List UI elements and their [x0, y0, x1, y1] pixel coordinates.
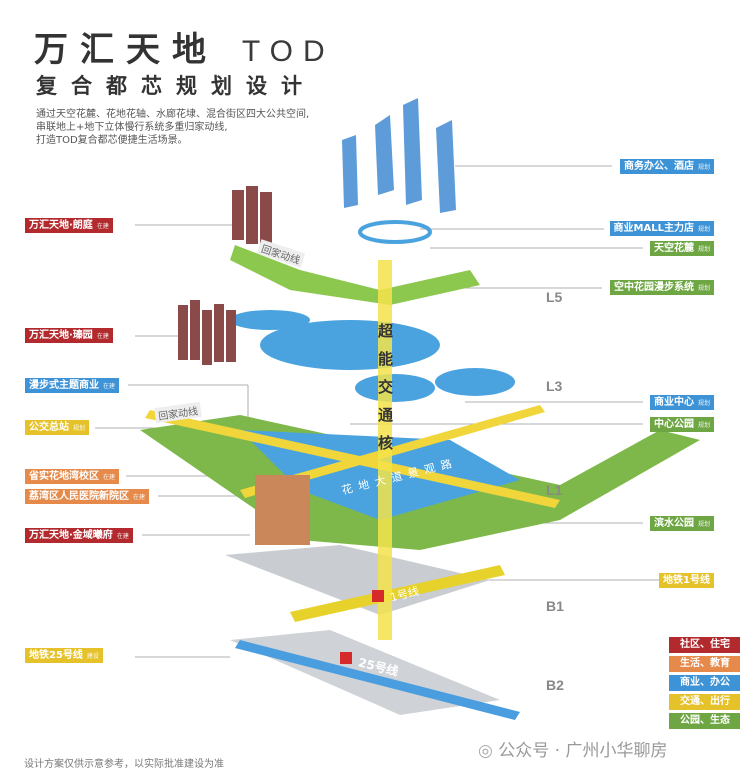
wechat-icon: ◎: [478, 741, 499, 761]
core-label: 能: [378, 350, 394, 368]
residential-towers: [178, 186, 272, 365]
label-waterfront-park: 滨水公园规划: [649, 516, 714, 531]
page-subtitle: 复合都芯规划设计: [36, 74, 316, 98]
level-b2: B2: [546, 677, 564, 693]
core-label: 交: [378, 378, 394, 396]
label-bus-terminal: 公交总站规划: [25, 420, 90, 435]
metro-logo-icon: [340, 652, 352, 664]
l3-mall: [260, 320, 440, 370]
level-l3: L3: [546, 378, 563, 394]
label-hospital: 荔湾区人民医院新院区在建: [25, 489, 150, 504]
legend: 社区、住宅 生活、教育 商业、办公 交通、出行 公园、生态: [669, 637, 740, 732]
disclaimer: 设计方案仅供示意参考，以实际批准建设为准: [24, 759, 224, 770]
label-jinyu: 万汇天地·金域曦府在建: [25, 528, 133, 543]
sky-garden: [230, 245, 480, 305]
label-school: 省实花地湾校区在建: [25, 469, 120, 484]
label-metro-1: 地铁1号线: [659, 573, 714, 588]
label-sky-walk: 空中花园漫步系统规划: [609, 280, 714, 295]
metro-line-1: [290, 565, 505, 622]
core-label: 超: [378, 322, 394, 340]
legend-commerce: 商业、办公: [669, 675, 740, 691]
metro-logo-icon: [372, 590, 384, 602]
label-sky-garden: 天空花麓规划: [649, 241, 714, 256]
level-b1: B1: [546, 598, 564, 614]
core-label: 通: [378, 406, 394, 424]
hospital-building: [255, 475, 310, 545]
level-l1: L1: [546, 482, 563, 498]
label-theme-commerce: 漫步式主题商业在建: [25, 378, 120, 393]
b1-platform: [225, 545, 490, 615]
label-mall: 商业MALL主力店规划: [609, 221, 714, 236]
core-label: 核: [378, 434, 394, 452]
office-towers: [342, 98, 456, 213]
watermark: ◎ 公众号 · 广州小华聊房: [478, 741, 668, 761]
label-office-hotel: 商务办公、酒店规划: [619, 159, 714, 174]
legend-park: 公园、生态: [669, 713, 740, 729]
metro-line-25: [235, 640, 520, 720]
page-title: 万汇天地 TOD: [34, 30, 335, 70]
label-metro-25: 地铁25号线建设: [25, 648, 103, 663]
legend-residential: 社区、住宅: [669, 637, 740, 653]
description: 通过天空花麓、花地花轴、水廊花埭、混合街区四大公共空间,串联地上+地下立体慢行系…: [36, 109, 310, 146]
cross-road: [240, 405, 545, 498]
label-commercial-center: 商业中心规划: [649, 395, 714, 410]
transport-core: [378, 260, 392, 640]
level-l5: L5: [546, 289, 563, 305]
mall-ring: [358, 220, 432, 244]
label-langting: 万汇天地·朗庭在建: [25, 218, 113, 233]
legend-transport: 交通、出行: [669, 694, 740, 710]
label-central-park: 中心公园规划: [649, 417, 714, 432]
leader-lines: [95, 165, 664, 658]
label-zhenyuan: 万汇天地·瑧园在建: [25, 328, 113, 343]
legend-education: 生活、教育: [669, 656, 740, 672]
